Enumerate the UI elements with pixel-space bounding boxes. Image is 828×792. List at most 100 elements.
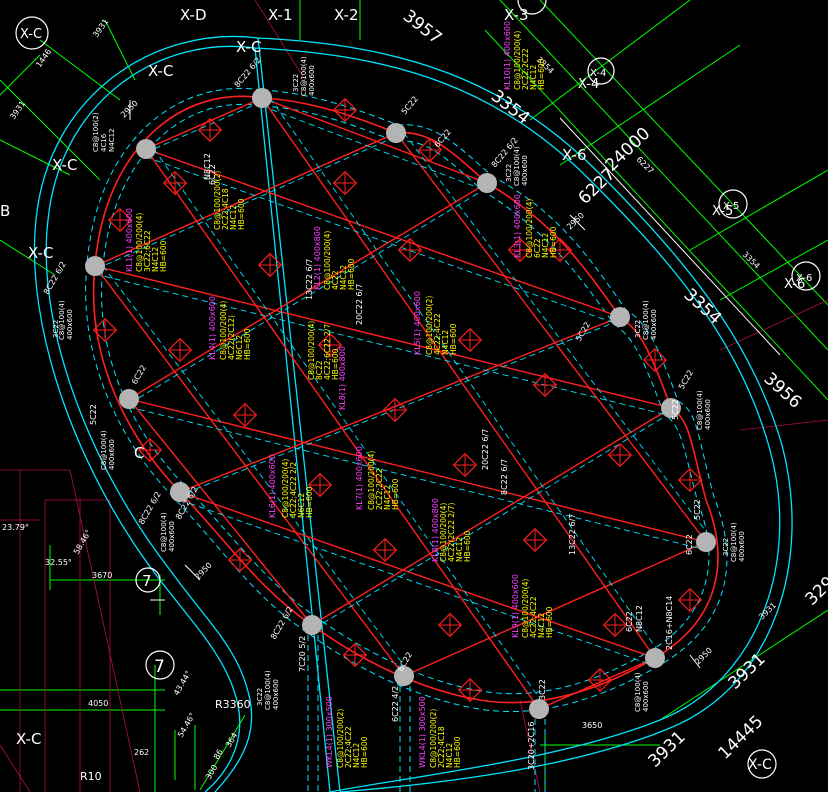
beam-detail-line: HB=600 xyxy=(347,258,356,290)
joint-marker xyxy=(257,252,283,278)
axis-label: X-6 xyxy=(562,146,587,164)
beam-detail-line: N4C12 xyxy=(352,743,361,768)
beam-note: 5C22 xyxy=(89,404,98,425)
beam-detail-line: C8@100/200(4) xyxy=(323,231,332,290)
joint-marker xyxy=(642,347,668,373)
beam-note: N8C12 xyxy=(635,605,644,632)
wkl-note: 400x600 xyxy=(738,531,746,562)
beam-detail-line: C8@100/200(2) xyxy=(429,709,438,768)
beam-detail-line: 2C22;2C22 xyxy=(521,48,530,90)
wkl-note: C8@100(4) xyxy=(100,430,108,470)
wkl-note: 400x600 xyxy=(168,521,176,552)
dim-small: R10 xyxy=(80,770,102,783)
beam-detail-line: HB=600 xyxy=(305,486,314,518)
beam-note: 3C20+2C16 xyxy=(527,722,536,770)
dim-small: 364 xyxy=(224,731,239,749)
joint-marker xyxy=(307,472,333,498)
joint-marker xyxy=(342,642,368,668)
dimension-text: 14445 xyxy=(715,712,768,764)
beam-detail-line: 4C22(2C22 2/7) xyxy=(447,503,456,562)
beam-detail-line: 4C22 xyxy=(331,270,340,290)
wkl-note: 400x600 xyxy=(642,681,650,712)
beam-note: 3C22 xyxy=(538,679,547,700)
wkl-note: C8@100(4) xyxy=(160,512,168,552)
beam-detail-line: 3C22;6C22 xyxy=(143,230,152,272)
column-marker xyxy=(477,173,497,193)
beam-note: 5C22 xyxy=(400,95,420,117)
beam-note: 13C22 6/7 xyxy=(568,514,577,555)
wkl-note: 400x600 xyxy=(108,439,116,470)
beam-detail-line: C8@100/200(4) xyxy=(439,503,448,562)
joint-marker xyxy=(227,547,253,573)
beam-detail-line: N4C12 xyxy=(383,485,392,510)
beam-note: 5C22 xyxy=(693,499,702,520)
beam-note: 6C22 4/2 xyxy=(391,686,400,722)
wkl-note: C8@100(4) xyxy=(696,390,704,430)
bubble-label: X-4 xyxy=(590,68,606,79)
axis-bubble xyxy=(15,16,49,50)
axis-label: C xyxy=(134,444,144,462)
dim-small: 58.46° xyxy=(72,528,93,556)
dimension-ticks xyxy=(129,100,781,669)
beam-detail-line: 8C22 xyxy=(315,360,324,380)
beam-detail-line: HB=600 xyxy=(243,328,252,360)
column-marker xyxy=(170,482,190,502)
beam-detail-line: HB=600 xyxy=(159,240,168,272)
joint-markers xyxy=(92,97,703,703)
axis-label: X-4 xyxy=(578,77,599,92)
joint-marker xyxy=(437,612,463,638)
beam-note: 6C22 xyxy=(625,611,634,632)
joint-marker xyxy=(602,612,628,638)
beam-id: WKL4(1) 300x500 xyxy=(418,696,427,768)
axis-label: X-1 xyxy=(268,6,293,24)
beam-detail-line: 6C22 xyxy=(533,238,542,258)
beam-note: 5C22 xyxy=(574,320,592,343)
beam-detail-line: N4C12 xyxy=(455,537,464,562)
beam-note: 8C22 6/7 xyxy=(500,459,509,495)
wkl-note: C8@100(4) xyxy=(58,300,66,340)
column-marker xyxy=(85,256,105,276)
beam-detail-line: C8@100/200(4) xyxy=(521,579,530,638)
beam-detail-line: HB=600 xyxy=(391,478,400,510)
beam-note: 6C22 xyxy=(685,534,694,555)
wkl-note: 400x600 xyxy=(66,309,74,340)
bubble-labels: X-C X-C X-C X-C 7 7 X-4 X-5 X-6 xyxy=(16,27,812,773)
beam-detail-line: HB=600 xyxy=(537,58,546,90)
joint-marker xyxy=(317,332,343,358)
wkl-note: 400x600 xyxy=(272,679,280,710)
beam-detail-line: 2C22;4C18 xyxy=(437,726,446,768)
beam-detail-line: HB=600 xyxy=(449,323,458,355)
wkl-note: C8@100(2) xyxy=(92,112,100,152)
beam-detail-line: 2C22;4C22 xyxy=(344,726,353,768)
wkl-note: C8@100(4) xyxy=(264,670,272,710)
column-marker xyxy=(386,123,406,143)
axis-bubble xyxy=(517,0,547,15)
dim-small: 6227 xyxy=(635,155,656,176)
wkl-note: C8@100(4) xyxy=(730,522,738,562)
column-marker xyxy=(136,139,156,159)
dim-small: 23.79° xyxy=(2,523,29,532)
beam-detail-line: N4C12 xyxy=(541,233,550,258)
column-marker xyxy=(529,699,549,719)
column-marker xyxy=(696,532,716,552)
wkl-note: C8@100(4) xyxy=(513,146,521,186)
joint-marker xyxy=(507,237,533,263)
beam-detail-line: 2C22;2C22 xyxy=(375,468,384,510)
beam-note: 20C22 6/7 xyxy=(481,429,490,470)
joint-marker xyxy=(587,667,613,693)
beam-detail-line: HB=600 xyxy=(545,606,554,638)
axis-label: B xyxy=(0,202,10,220)
beam-id: KL2(1) 400x800 xyxy=(313,226,322,290)
axis-bubble xyxy=(747,749,777,779)
axis-label: X-C xyxy=(236,38,261,56)
beam-id: KL3(1) 400x600 xyxy=(513,194,522,258)
wkl-note: 3C22 xyxy=(722,538,730,556)
joint-marker xyxy=(162,170,188,196)
axis-label: X-C xyxy=(52,156,77,174)
beam-note: 7C20 5/2 xyxy=(298,636,307,672)
bubble-label: X-C xyxy=(748,757,772,773)
dimension-text: 3956 xyxy=(760,369,806,413)
beam-id: KL7(1) 400x600 xyxy=(355,446,364,510)
